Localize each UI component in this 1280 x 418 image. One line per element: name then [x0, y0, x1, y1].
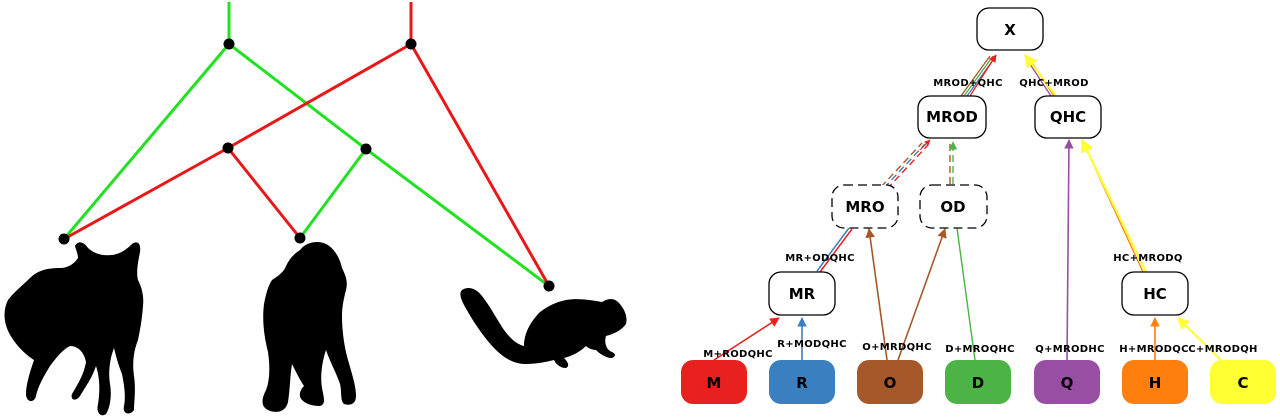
node-mrod-label: MROD	[926, 108, 978, 126]
leaf-m-box	[681, 360, 747, 404]
edge-labels: M+RODQHC R+MODQHC O+MRDQHC D+MROQHC Q+MR…	[703, 78, 1257, 360]
edge-hc-to-qhc-yellow	[1081, 138, 1147, 273]
tree-node	[360, 143, 372, 155]
edge-label-mrod: MROD+QHC	[933, 78, 1002, 89]
edges	[713, 53, 1222, 361]
edge-label-h: H+MRODQC	[1119, 344, 1188, 355]
leaf-q-label: Q	[1061, 374, 1074, 392]
tree-nodes	[58, 38, 555, 292]
edge-label-hc: HC+MRODQ	[1113, 253, 1182, 264]
leaf-c-box	[1210, 360, 1276, 404]
edge-label-r: R+MODQHC	[777, 339, 846, 350]
leaf-h-box	[1122, 360, 1188, 404]
edge-mrod-to-x-green	[963, 55, 994, 97]
squirrel-silhouette-icon	[460, 288, 627, 368]
edge-label-q: Q+MRODHC	[1035, 344, 1104, 355]
network-diagram: X MROD QHC MRO OD MR HC M	[681, 7, 1276, 404]
node-hc-label: HC	[1143, 285, 1167, 303]
edge-mr-to-mro-red	[819, 228, 853, 273]
leaf-d[interactable]: D	[945, 360, 1011, 404]
leaf-d-label: D	[972, 374, 984, 392]
leaf-r-box	[769, 360, 835, 404]
edge-qhc-to-x-purple	[1025, 57, 1052, 97]
edge-mro-to-mrod-arrow	[919, 139, 931, 151]
red-edge-root-inner	[227, 42, 412, 150]
leaf-m[interactable]: M	[681, 360, 747, 404]
node-mrod[interactable]: MROD	[917, 95, 987, 139]
red-edge-root-squirrel	[409, 43, 551, 287]
node-mro[interactable]: MRO	[831, 184, 899, 229]
node-mr-label: MR	[789, 285, 816, 303]
green-edge-inner-gorilla	[298, 148, 368, 239]
edge-o-to-od	[897, 228, 947, 361]
edge-label-m: M+RODQHC	[703, 349, 772, 360]
green-gene-tree	[62, 2, 550, 288]
edge-label-d: D+MROQHC	[945, 344, 1014, 355]
tree-node	[58, 233, 70, 245]
gorilla-silhouette-icon	[262, 242, 356, 412]
edge-mr-to-mro-blue	[816, 227, 850, 272]
red-gene-tree	[63, 2, 551, 287]
node-x[interactable]: X	[976, 7, 1044, 51]
edge-label-qhc: QHC+MROD	[1019, 78, 1088, 89]
node-qhc[interactable]: QHC	[1034, 95, 1102, 139]
node-qhc-label: QHC	[1050, 108, 1086, 126]
leaf-d-box	[945, 360, 1011, 404]
edge-label-c: C+MRODQH	[1188, 344, 1257, 355]
green-edge-root-inner	[228, 42, 367, 151]
tree-node	[543, 280, 555, 292]
green-edge-root-fox	[62, 43, 231, 240]
node-od[interactable]: OD	[919, 184, 988, 229]
leaf-m-label: M	[707, 374, 722, 392]
edge-mro-to-mrod-blue	[883, 143, 926, 189]
leaf-o[interactable]: O	[857, 360, 923, 404]
edge-label-mr: MR+ODQHC	[785, 253, 854, 264]
edge-mrod-to-x-brown	[960, 55, 991, 97]
edge-mrod-to-x-red	[969, 54, 997, 97]
reticulate-tree	[4, 2, 627, 416]
edge-label-o: O+MRDQHC	[862, 342, 931, 353]
edge-d-to-od	[956, 227, 976, 361]
leaf-c[interactable]: C	[1210, 360, 1276, 404]
green-edge-inner-squirrel	[365, 147, 550, 288]
leaf-r[interactable]: R	[769, 360, 835, 404]
edge-qhc-to-x-yellow	[1024, 53, 1057, 97]
red-edge-inner-gorilla	[226, 147, 302, 239]
edge-mro-to-mrod-brown	[880, 142, 923, 188]
edge-m-to-mr	[713, 317, 780, 361]
leaf-r-label: R	[796, 374, 808, 392]
leaf-q-box	[1034, 360, 1100, 404]
edge-q-to-qhc	[1064, 139, 1074, 361]
node-mro-label: MRO	[845, 198, 884, 216]
leaf-h-label: H	[1149, 374, 1162, 392]
node-hc[interactable]: HC	[1121, 271, 1189, 316]
leaf-q[interactable]: Q	[1034, 360, 1100, 404]
leaf-o-box	[857, 360, 923, 404]
edge-mro-to-mrod-red	[886, 144, 929, 190]
node-od-label: OD	[940, 198, 965, 216]
tree-node	[405, 38, 417, 50]
edge-c-to-hc	[1177, 317, 1222, 361]
fox-silhouette-icon	[4, 242, 144, 416]
leaf-c-label: C	[1237, 374, 1248, 392]
tree-node	[294, 232, 306, 244]
red-edge-inner-fox	[63, 146, 229, 241]
tree-node	[223, 38, 235, 50]
edge-o-to-mro	[865, 228, 888, 361]
leaf-o-label: O	[884, 374, 897, 392]
node-mr[interactable]: MR	[768, 271, 836, 316]
leaf-h[interactable]: H	[1122, 360, 1188, 404]
node-x-label: X	[1004, 21, 1016, 39]
tree-node	[222, 142, 234, 154]
